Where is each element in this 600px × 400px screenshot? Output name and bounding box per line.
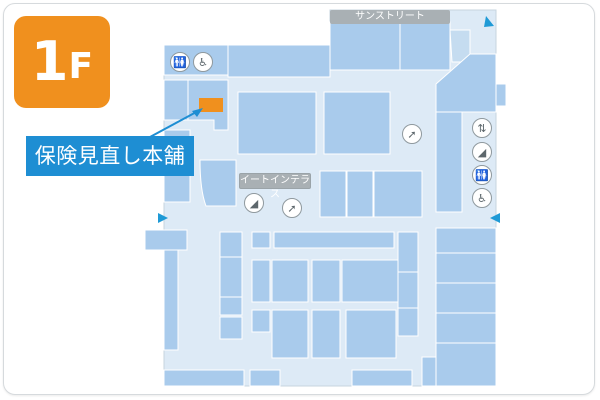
entrance-arrow-icon — [158, 213, 168, 223]
elevator-icon: ⇅ — [472, 118, 492, 138]
floor-number: 1 — [30, 30, 69, 93]
escalator-icon: ➚ — [282, 198, 302, 218]
street-label: サンストリート — [330, 10, 450, 24]
entrance-arrow-icon — [490, 213, 500, 223]
restroom-icon: 🚻 — [170, 52, 190, 72]
wheelchair-icon: ♿ — [193, 52, 213, 72]
highlighted-shop[interactable] — [199, 98, 223, 112]
terrace-label: イートインテラス — [239, 173, 311, 200]
floor-suffix: F — [68, 46, 94, 87]
shop-blocks — [144, 21, 507, 387]
callout-leader — [149, 108, 203, 138]
stairs-icon: ◢ — [472, 142, 492, 162]
entrance-arrow-icon — [484, 16, 494, 27]
escalator-icon: ➚ — [402, 124, 422, 144]
stairs-icon: ◢ — [244, 193, 264, 213]
floor-badge: 1 F — [14, 16, 110, 108]
wheelchair-icon: ♿ — [472, 188, 492, 208]
shop-callout[interactable]: 保険見直し本舗 — [26, 136, 194, 176]
restroom-icon: 🚻 — [472, 165, 492, 185]
